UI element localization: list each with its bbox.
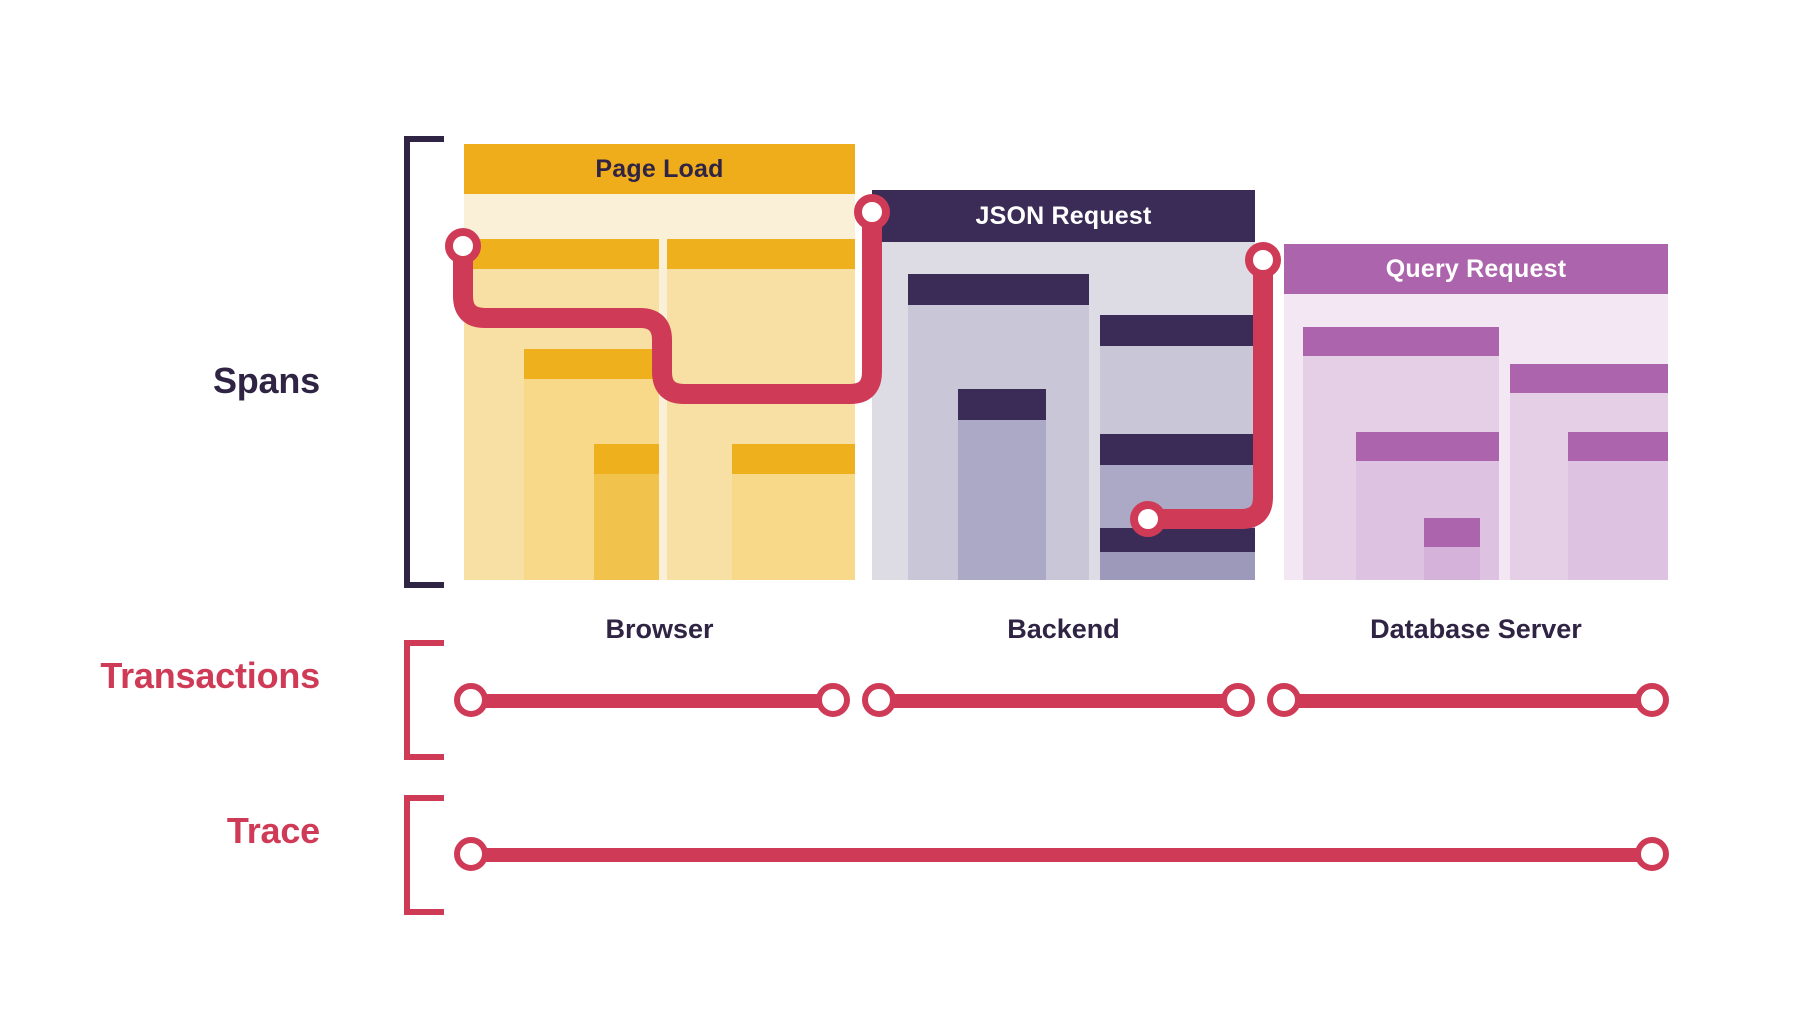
transaction-segment-database[interactable] — [1278, 694, 1657, 708]
transaction-node-browser-start[interactable] — [454, 683, 488, 717]
db-span-outer-right-cap — [1510, 364, 1668, 393]
transactions-bracket — [404, 640, 444, 760]
service-caption-backend-text: Backend — [1007, 614, 1120, 644]
trace-bracket — [404, 795, 444, 915]
trace-row-label: Trace — [226, 810, 320, 851]
db-span-inner-left[interactable] — [1424, 518, 1480, 580]
database-transaction-header: Query Request — [1284, 244, 1668, 294]
service-caption-backend: Backend — [872, 614, 1255, 645]
backend-span-mid-right-cap — [1100, 434, 1255, 465]
db-span-inner-left-cap — [1424, 518, 1480, 547]
browser-span-inner-left-cap — [594, 444, 659, 474]
browser-span-inner-right[interactable] — [732, 444, 855, 580]
backend-transaction-title: JSON Request — [975, 202, 1152, 230]
transaction-node-backend-end[interactable] — [1221, 683, 1255, 717]
service-column-database: Query Request — [1284, 0, 1668, 580]
transactions-timeline — [0, 683, 1800, 717]
browser-transaction-header: Page Load — [464, 144, 855, 194]
transaction-node-backend-start[interactable] — [862, 683, 896, 717]
trace-timeline — [0, 837, 1800, 871]
backend-span-outer-right-cap — [1100, 315, 1255, 346]
db-span-inner-right[interactable] — [1568, 432, 1668, 580]
service-column-backend: JSON Request — [872, 0, 1255, 580]
backend-span-inner-right-cap — [1100, 528, 1255, 552]
service-column-browser: Page Load — [464, 0, 855, 580]
db-span-outer-left-cap — [1303, 327, 1499, 356]
browser-span-outer-right-cap — [667, 239, 855, 269]
db-span-inner-right-cap — [1568, 432, 1668, 461]
trace-segment-full[interactable] — [465, 848, 1657, 862]
backend-span-outer-left-cap — [908, 274, 1089, 305]
transaction-node-browser-end[interactable] — [816, 683, 850, 717]
transaction-node-database-end[interactable] — [1635, 683, 1669, 717]
database-transaction-title: Query Request — [1385, 255, 1567, 283]
backend-span-inner-left-cap — [958, 389, 1046, 420]
browser-span-inner-left[interactable] — [594, 444, 659, 580]
backend-span-inner-left[interactable] — [958, 389, 1046, 580]
service-caption-browser: Browser — [464, 614, 855, 645]
browser-transaction-title: Page Load — [595, 155, 724, 183]
browser-span-mid-left-cap — [524, 349, 659, 379]
browser-span-outer-left-cap — [464, 239, 659, 269]
browser-span-inner-right-cap — [732, 444, 855, 474]
transaction-segment-browser[interactable] — [465, 694, 838, 708]
backend-span-inner-left-body — [958, 389, 1046, 580]
backend-transaction-header: JSON Request — [872, 190, 1255, 242]
trace-node-start[interactable] — [454, 837, 488, 871]
backend-span-inner-right[interactable] — [1100, 528, 1255, 580]
service-caption-browser-text: Browser — [605, 614, 714, 644]
db-span-mid-left-cap — [1356, 432, 1499, 461]
spans-bracket — [404, 136, 444, 588]
transactions-row-label: Transactions — [100, 655, 320, 696]
service-caption-database: Database Server — [1284, 614, 1668, 645]
service-caption-database-text: Database Server — [1370, 614, 1582, 644]
trace-node-end[interactable] — [1635, 837, 1669, 871]
transaction-node-database-start[interactable] — [1267, 683, 1301, 717]
transaction-segment-backend[interactable] — [873, 694, 1243, 708]
spans-row-label: Spans — [212, 360, 320, 401]
